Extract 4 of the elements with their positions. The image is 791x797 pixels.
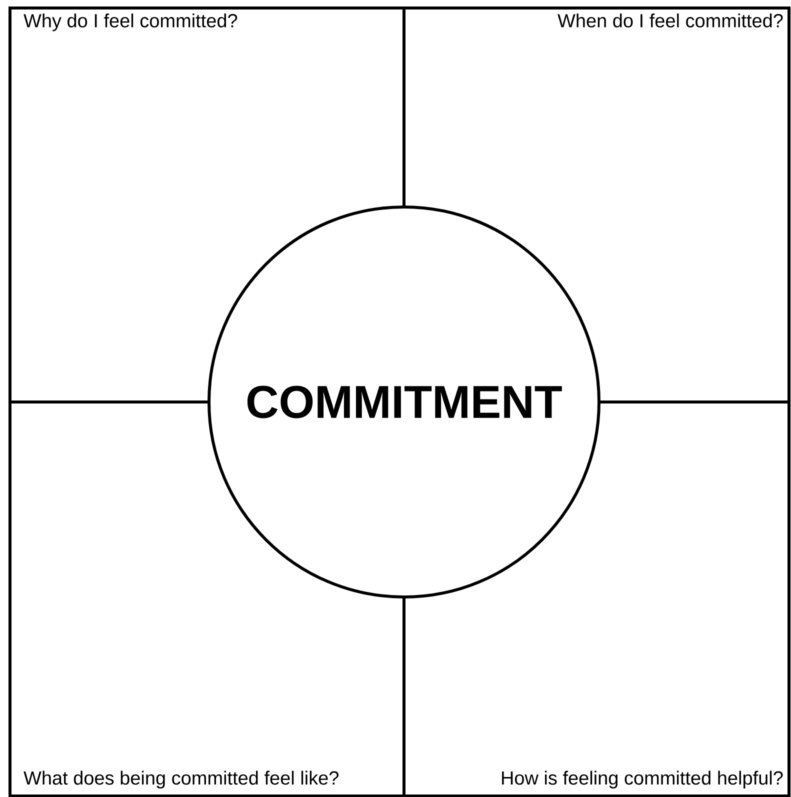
question-text: What does being committed feel like? — [24, 770, 339, 788]
question-text: Why do I feel committed? — [24, 14, 238, 32]
question-text: How is feeling committed helpful? — [502, 770, 783, 788]
question-text: When do I feel committed? — [558, 14, 783, 28]
